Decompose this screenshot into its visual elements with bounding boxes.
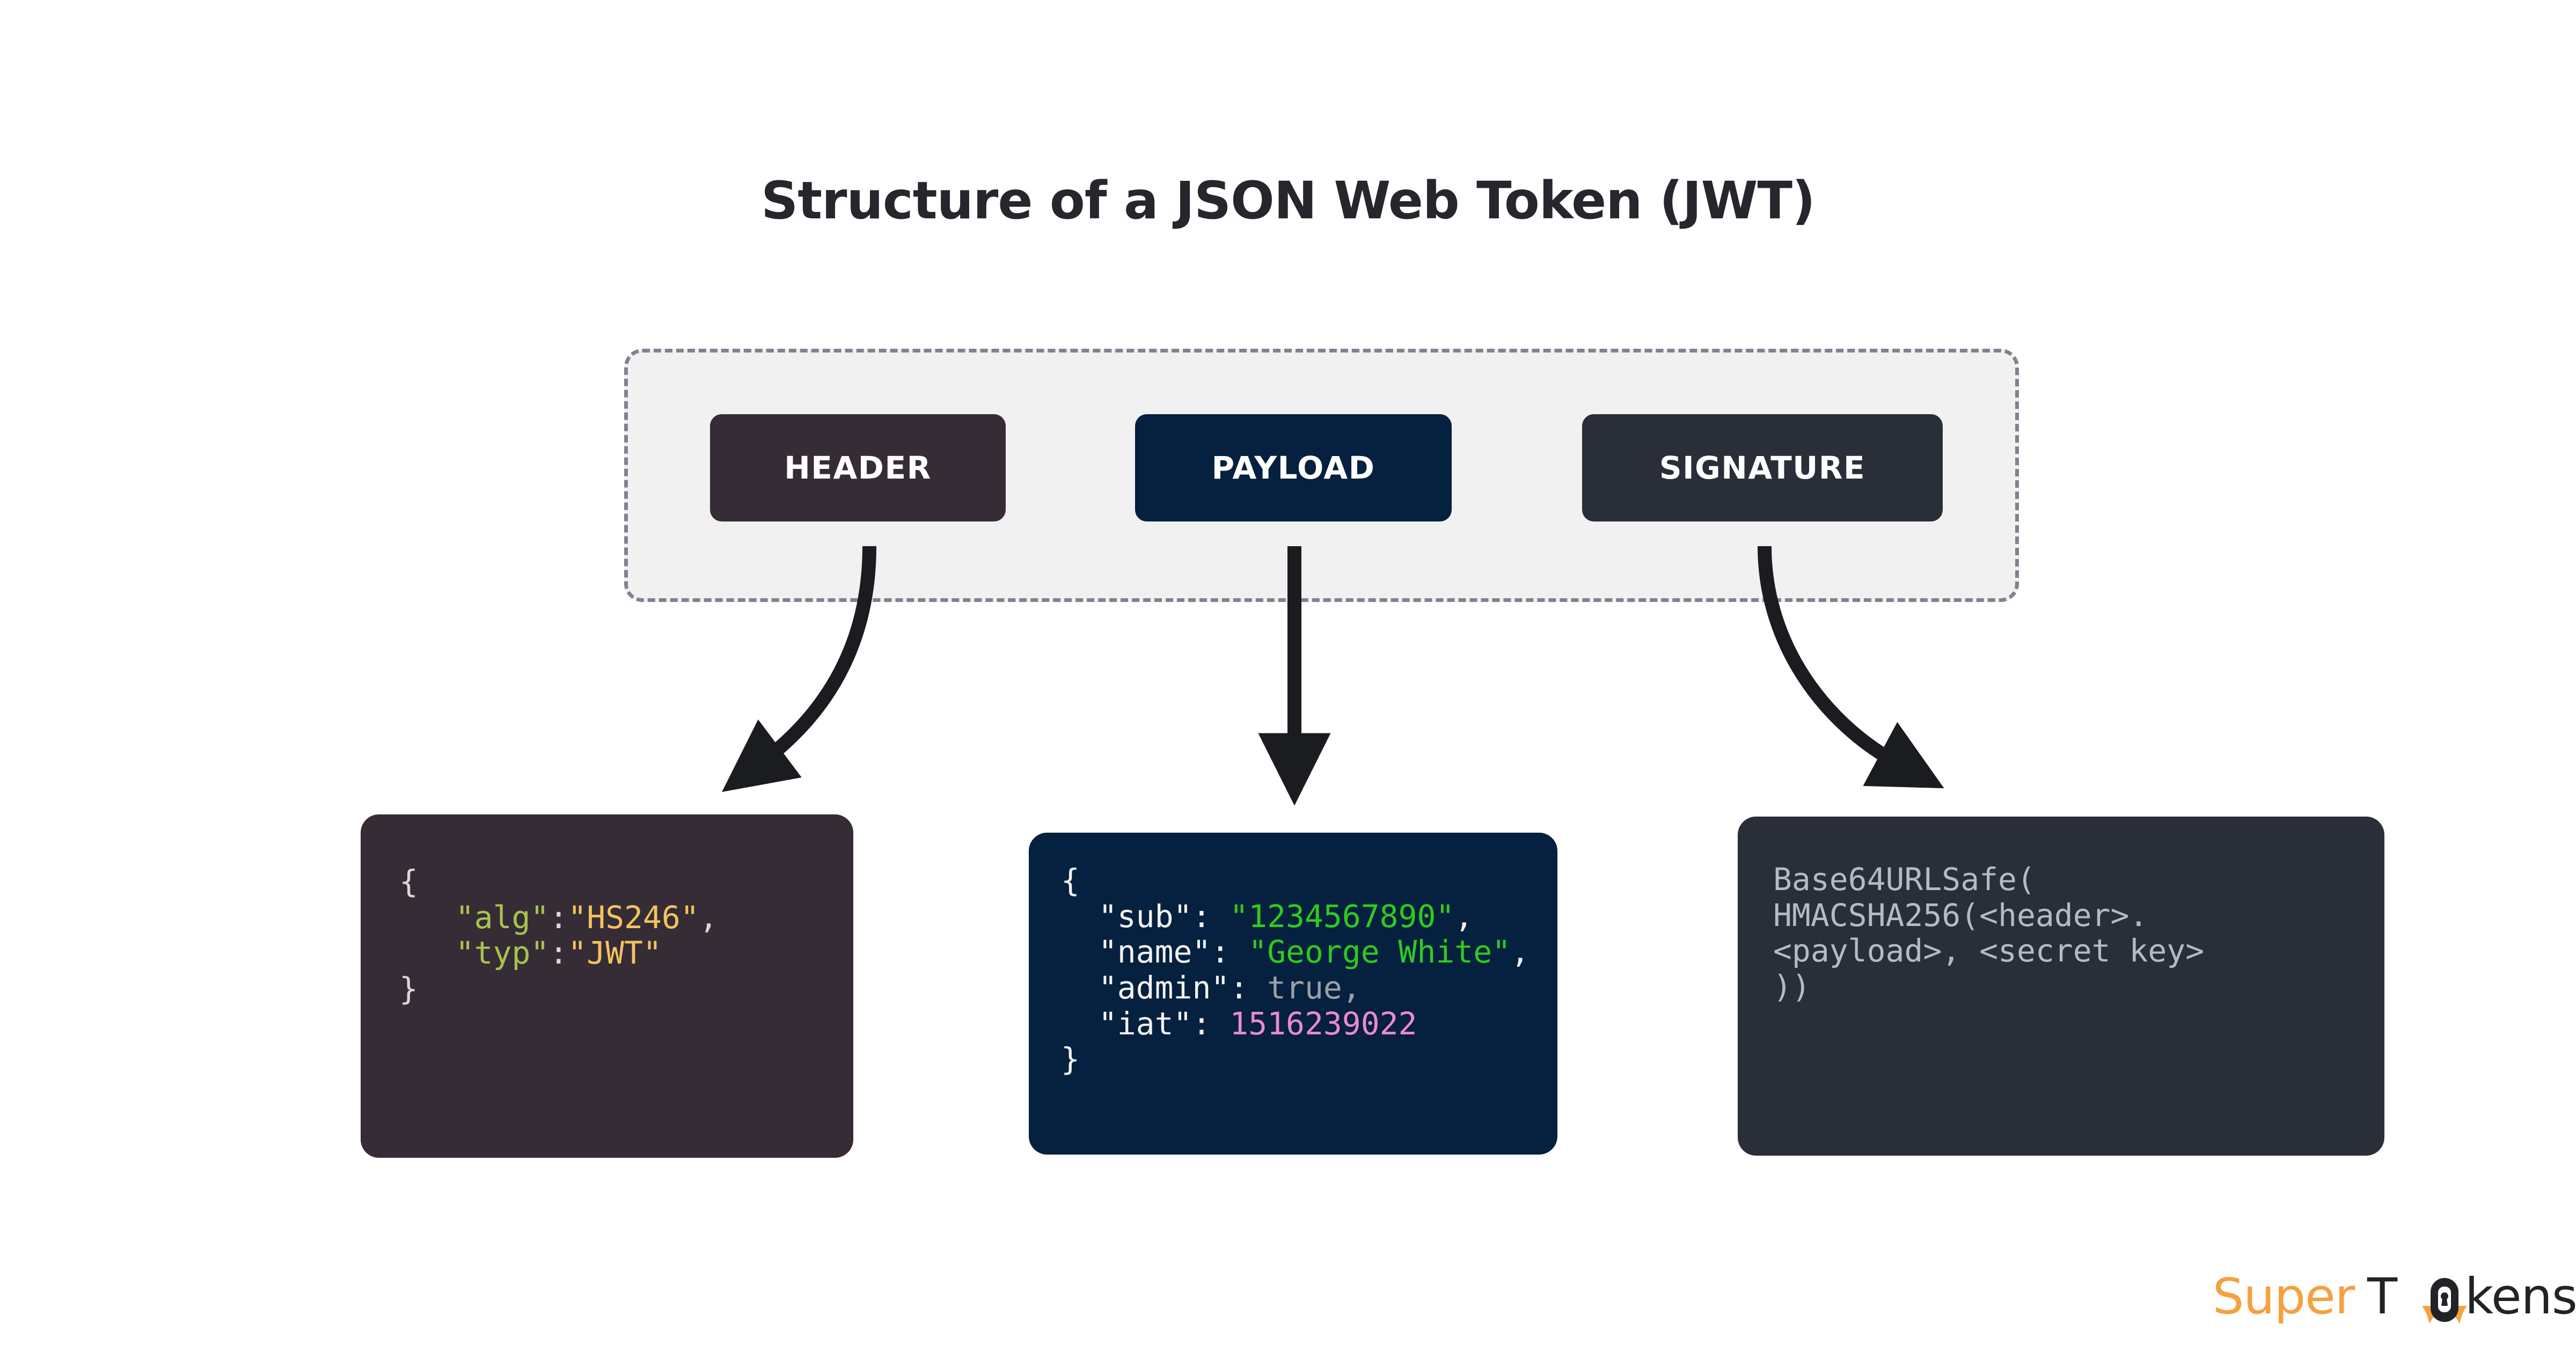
code-token: Base64URLSafe(: [1773, 861, 2036, 898]
code-token: {: [399, 863, 418, 900]
code-token: "name":: [1098, 934, 1249, 971]
code-token: [1061, 969, 1099, 1006]
segment-signature[interactable]: SIGNATURE: [1582, 414, 1943, 521]
code-token: "iat":: [1098, 1005, 1230, 1042]
code-token: :: [549, 935, 568, 972]
code-token: true: [1267, 969, 1342, 1006]
code-token: "George White": [1248, 934, 1511, 971]
code-token: "typ": [455, 935, 550, 972]
brand-tok-text: T: [2367, 1268, 2397, 1325]
code-line: "admin": true,: [1061, 970, 1557, 1006]
code-token: ,: [699, 899, 718, 936]
code-token: ,: [1511, 934, 1529, 971]
segment-header[interactable]: HEADER: [710, 414, 1006, 521]
segment-payload[interactable]: PAYLOAD: [1135, 414, 1452, 521]
code-token: :: [549, 899, 568, 936]
brand-super-text: Super: [2213, 1268, 2355, 1325]
code-token: [1061, 1005, 1099, 1042]
code-line: <payload>, <secret key>: [1773, 933, 2384, 969]
code-token: <payload>, <secret key>: [1773, 932, 2205, 969]
signature-code-card: Base64URLSafe(HMACSHA256(<header>.<paylo…: [1738, 817, 2384, 1156]
code-line: )): [1773, 969, 2384, 1005]
code-line: "typ":"JWT": [399, 935, 853, 971]
code-token: "alg": [455, 899, 550, 936]
code-line: {: [399, 864, 853, 900]
code-token: "sub":: [1098, 898, 1230, 935]
supertokens-logo: Super T kens: [2213, 1267, 2576, 1326]
code-token: ,: [1342, 969, 1361, 1006]
code-line: HMACSHA256(<header>.: [1773, 897, 2384, 934]
code-token: HMACSHA256(<header>.: [1773, 897, 2148, 934]
code-token: [1061, 898, 1099, 935]
padlock-icon: [2422, 1278, 2467, 1324]
code-line: "sub": "1234567890",: [1061, 898, 1557, 935]
code-token: "JWT": [568, 935, 662, 972]
code-token: ,: [1454, 898, 1474, 935]
page-title: Structure of a JSON Web Token (JWT): [761, 171, 1816, 231]
code-token: {: [1061, 862, 1080, 899]
code-token: "HS246": [568, 899, 699, 936]
code-line: Base64URLSafe(: [1773, 862, 2384, 898]
code-token: )): [1773, 968, 1811, 1005]
code-line: "iat": 1516239022: [1061, 1005, 1557, 1042]
code-token: "1234567890": [1230, 898, 1455, 935]
payload-code-card: { "sub": "1234567890", "name": "George W…: [1029, 833, 1557, 1155]
header-code-card: { "alg":"HS246", "typ":"JWT"}: [361, 814, 853, 1158]
code-token: }: [1061, 1041, 1080, 1078]
code-token: [1061, 934, 1099, 970]
code-token: 1516239022: [1230, 1005, 1417, 1042]
code-token: }: [399, 971, 418, 1008]
code-line: }: [1061, 1041, 1557, 1077]
code-token: [399, 899, 456, 936]
code-line: {: [1061, 863, 1557, 899]
code-line: "name": "George White",: [1061, 934, 1557, 970]
brand-ens-text: kens: [2465, 1268, 2576, 1325]
code-token: [399, 935, 456, 971]
code-line: }: [399, 971, 853, 1007]
code-line: "alg":"HS246",: [399, 899, 853, 936]
code-token: "admin":: [1098, 969, 1268, 1006]
